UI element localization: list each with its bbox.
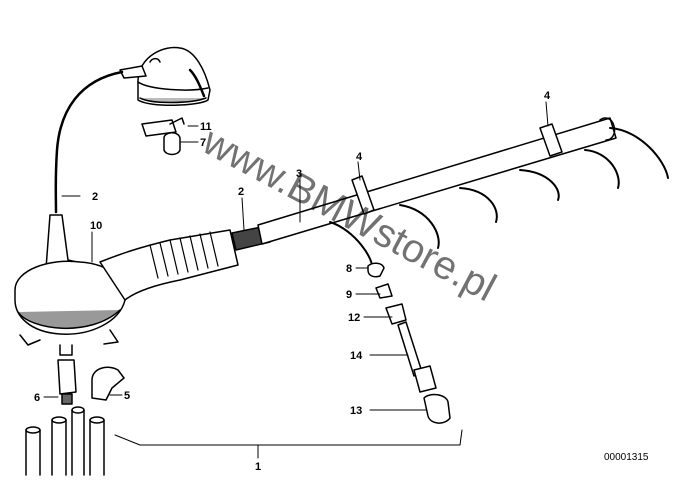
coil-lead-cable [54, 70, 124, 214]
callout-label: 6 [34, 392, 40, 404]
leader-lines [43, 101, 549, 459]
callout-label: 10 [90, 220, 102, 232]
callout-label: 7 [200, 137, 206, 149]
callout-label: 1 [255, 461, 261, 473]
callout-label: 8 [346, 263, 352, 275]
callout-label: 5 [124, 390, 130, 402]
callout-label: 2 [92, 191, 98, 203]
distributor-cap [119, 46, 211, 107]
callout-label: 12 [348, 312, 360, 324]
ignition-conduit [99, 117, 617, 301]
callout-label: 11 [200, 121, 212, 133]
callout-label: 14 [350, 350, 363, 362]
callout-label: 4 [544, 90, 551, 102]
lead-tubes [25, 406, 105, 476]
drawing-number: 00001315 [604, 452, 649, 463]
plug-caps [57, 359, 125, 405]
callout-label: 2 [238, 186, 244, 198]
rotor-assembly [141, 117, 185, 156]
watermark-text: www.BMWstore.pl [195, 119, 503, 311]
callout-label: 4 [356, 151, 363, 163]
callout-label: 9 [346, 289, 352, 301]
callout-label: 13 [350, 405, 362, 417]
plug-connector-parts [367, 262, 451, 424]
distributor-housing [14, 214, 126, 356]
callout-labels: 1 2 2 3 4 4 5 6 7 8 9 10 11 12 13 14 [34, 90, 551, 473]
callout-label: 3 [296, 168, 302, 180]
